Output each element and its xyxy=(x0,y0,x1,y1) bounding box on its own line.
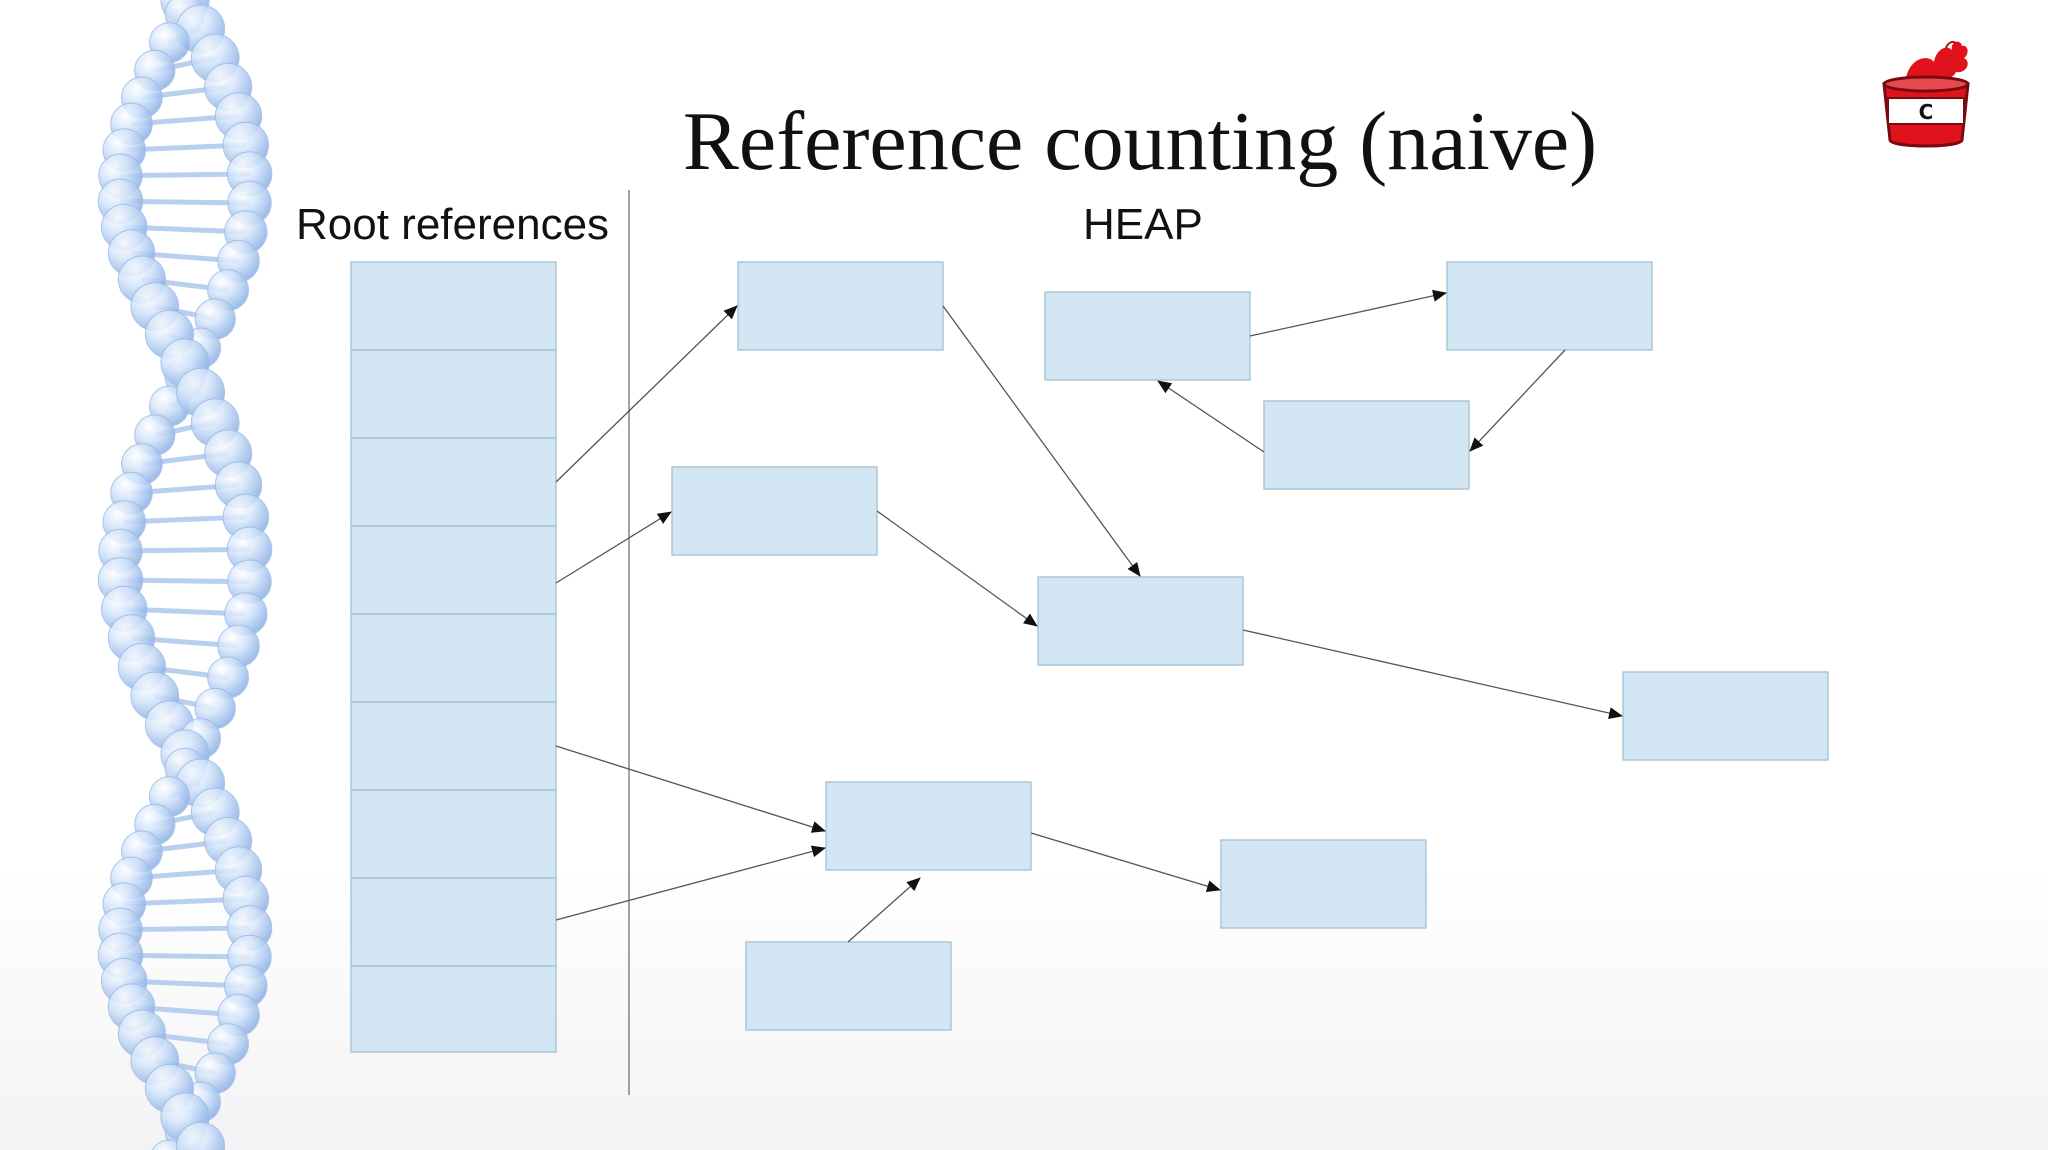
dna-helix-decoration xyxy=(97,0,273,1150)
heap-object xyxy=(1220,839,1427,929)
heap-object xyxy=(1044,291,1251,381)
root-slot xyxy=(350,613,557,703)
heap-label: HEAP xyxy=(1083,200,1203,249)
reference-arrow xyxy=(1157,380,1265,453)
logo-letter: C xyxy=(1919,100,1934,124)
heap-objects xyxy=(671,261,1829,1031)
root-slot xyxy=(350,789,557,879)
root-slot xyxy=(350,349,557,439)
root-slot xyxy=(350,525,557,615)
root-slot xyxy=(350,261,557,351)
reference-arrow xyxy=(942,305,1141,577)
root-references-stack xyxy=(350,261,557,1053)
heap-object xyxy=(745,941,952,1031)
root-slot xyxy=(350,877,557,967)
reference-arrows xyxy=(555,289,1623,943)
root-references-label: Root references xyxy=(296,200,610,249)
reference-arrow xyxy=(1030,832,1221,892)
root-slot xyxy=(350,701,557,791)
reference-arrow xyxy=(1249,289,1447,337)
root-slot xyxy=(350,965,557,1053)
heap-object xyxy=(671,466,878,556)
heap-object xyxy=(1622,671,1829,761)
heap-object xyxy=(825,781,1032,871)
reference-arrow xyxy=(555,305,738,483)
reference-arrow xyxy=(555,511,672,584)
dna-sphere xyxy=(176,1121,226,1150)
slide-title: Reference counting (naive) xyxy=(682,95,1598,188)
root-slot xyxy=(350,437,557,527)
reference-arrow xyxy=(555,845,826,921)
reference-arrow xyxy=(555,745,826,833)
heap-object xyxy=(1037,576,1244,666)
heap-object xyxy=(1263,400,1470,490)
red-bucket-logo-icon: C xyxy=(1882,40,1970,148)
reference-arrow xyxy=(1469,349,1566,452)
reference-arrow xyxy=(876,510,1038,627)
heap-object xyxy=(1446,261,1653,351)
reference-arrow xyxy=(847,877,921,943)
reference-arrow xyxy=(1242,629,1623,719)
heap-object xyxy=(737,261,944,351)
